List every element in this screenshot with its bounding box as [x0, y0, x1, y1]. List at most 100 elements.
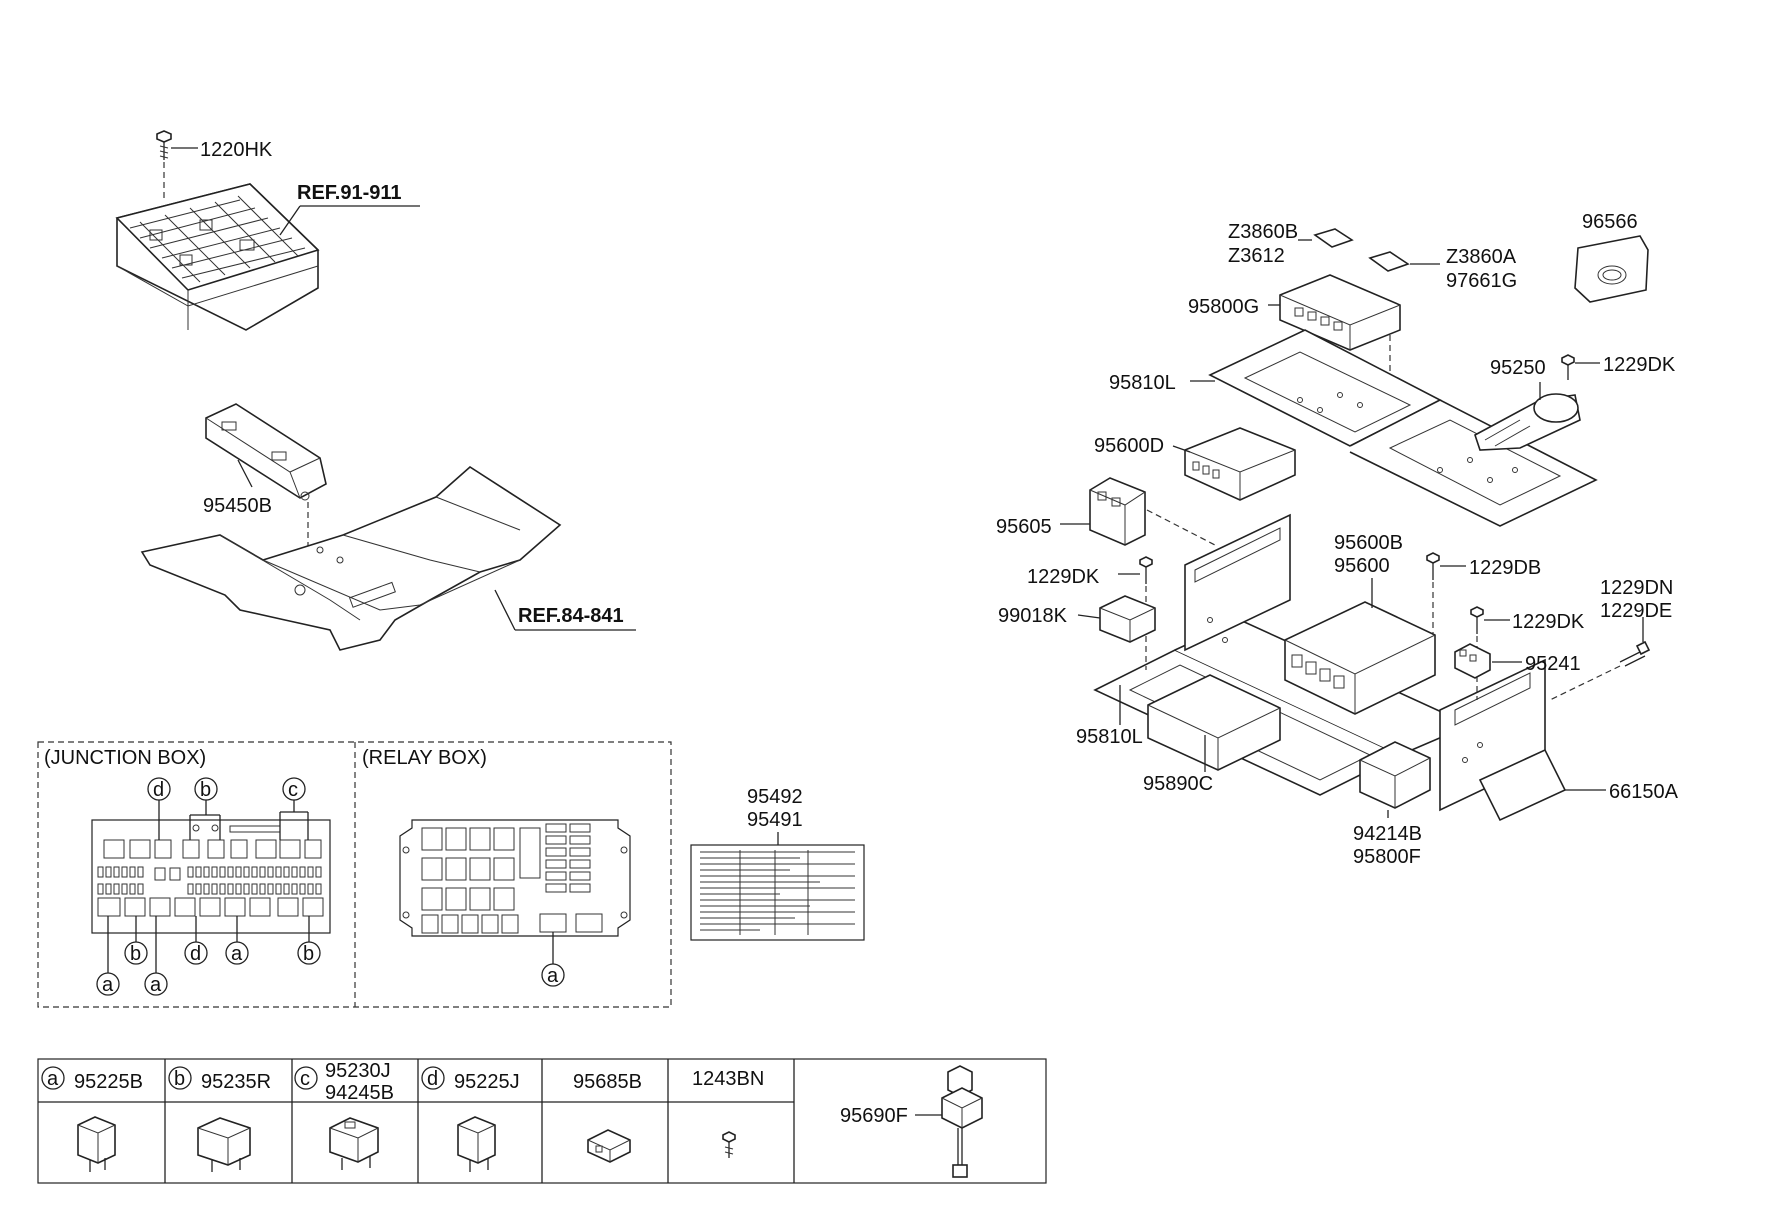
label-z3860b: Z3860B	[1228, 221, 1298, 243]
callout-d-1	[184, 941, 208, 965]
module-95600d	[1184, 427, 1296, 501]
module-99018k	[1099, 595, 1156, 643]
callout-a-2-text: a	[150, 974, 162, 996]
callout-d-top	[147, 777, 171, 801]
label-94214b: 94214B	[1353, 823, 1422, 845]
junction-box-title: (JUNCTION BOX)	[44, 747, 206, 769]
label-99018k: 99018K	[998, 605, 1068, 627]
label-1229dk-right: 1229DK	[1512, 611, 1585, 633]
table-cell-95685b: 95685B	[573, 1071, 642, 1163]
label-95890c: 95890C	[1143, 773, 1213, 795]
module-95800g	[1279, 274, 1401, 351]
callout-a-3-text: a	[231, 943, 243, 965]
plate-95810l-upper	[1208, 329, 1598, 527]
label-95600d: 95600D	[1094, 435, 1164, 457]
relay-c-icon	[329, 1117, 379, 1170]
cell-d-letter: d	[427, 1068, 438, 1090]
callout-b-top	[194, 777, 218, 801]
cell-a-letter: a	[47, 1068, 59, 1090]
callout-b-2	[297, 941, 321, 965]
label-95600: 95600	[1334, 555, 1390, 577]
module-94214b	[1359, 741, 1431, 809]
label-66150a: 66150A	[1609, 781, 1679, 803]
label-95605: 95605	[996, 516, 1052, 538]
label-1229dk-mid: 1229DK	[1027, 566, 1100, 588]
control-module-assembly: Z3860B Z3612 Z3860A 97661G 95800G 96566	[996, 211, 1679, 868]
table-cell-b: b 95235R	[168, 1066, 271, 1172]
callout-a-3	[225, 941, 249, 965]
cell-b-letter: b	[174, 1068, 185, 1090]
label-95810l-lower: 95810L	[1076, 726, 1143, 748]
callout-c-top-text: c	[288, 779, 298, 801]
module-95605	[1089, 477, 1146, 546]
callout-c-top	[282, 777, 306, 801]
junction-box-body	[115, 183, 320, 331]
screw-1220hk-icon	[156, 130, 198, 200]
callout-a-2	[144, 972, 168, 996]
bracket-95450b	[205, 403, 327, 501]
screw-1243bn-icon	[722, 1131, 736, 1158]
label-95810l-upper: 95810L	[1109, 372, 1176, 394]
label-sheet: 95492 95491	[690, 786, 865, 941]
table-cell-95690f: 95690F	[840, 1065, 983, 1178]
screw-1229db-icon	[1426, 552, 1466, 635]
callout-d-1-text: d	[190, 943, 201, 965]
module-95890c	[1147, 674, 1281, 771]
callout-b-1	[124, 941, 148, 965]
unit-95250	[1474, 393, 1581, 451]
relay-d-icon	[457, 1116, 496, 1172]
callout-a-relay-text: a	[547, 965, 559, 987]
cell-d-part: 95225J	[454, 1071, 520, 1093]
cell-95685b-part: 95685B	[573, 1071, 642, 1093]
label-1220hk: 1220HK	[200, 139, 273, 161]
callout-b-2-text: b	[303, 943, 314, 965]
module-95685b-icon	[587, 1129, 631, 1163]
callout-b-1-text: b	[130, 943, 141, 965]
cell-1243bn-part: 1243BN	[692, 1068, 764, 1090]
junction-callouts: d b c a b a d	[96, 777, 321, 996]
label-z3612: Z3612	[1228, 245, 1285, 267]
cell-a-part: 95225B	[74, 1071, 143, 1093]
callout-a-relay	[541, 963, 565, 987]
callout-a-1	[96, 972, 120, 996]
label-1229de: 1229DE	[1600, 600, 1672, 622]
callout-a-1-text: a	[102, 974, 114, 996]
label-95450b: 95450B	[203, 495, 272, 517]
label-95600b: 95600B	[1334, 532, 1403, 554]
label-95241: 95241	[1525, 653, 1581, 675]
label-95491: 95491	[747, 809, 803, 831]
label-95250: 95250	[1490, 357, 1546, 379]
label-97661g: 97661G	[1446, 270, 1517, 292]
callout-d-top-text: d	[153, 779, 164, 801]
label-95492: 95492	[747, 786, 803, 808]
junction-relay-panel: (JUNCTION BOX) (RELAY BOX)	[37, 741, 672, 1008]
label-96566: 96566	[1582, 211, 1638, 233]
label-95800f: 95800F	[1353, 846, 1421, 868]
label-ref-84-841: REF.84-841	[518, 605, 624, 627]
label-1229db: 1229DB	[1469, 557, 1541, 579]
table-cell-c: c 95230J 94245B	[294, 1060, 394, 1170]
table-cell-d: d 95225J	[421, 1066, 520, 1172]
connector-95241	[1454, 643, 1491, 679]
relay-a-icon	[77, 1116, 116, 1172]
cell-b-part: 95235R	[201, 1071, 271, 1093]
relay-box-title: (RELAY BOX)	[362, 747, 487, 769]
screw-1229dk-top-icon	[1561, 354, 1600, 380]
table-cell-a: a 95225B	[41, 1066, 143, 1172]
junction-box-assembly: 1220HK REF.91-911 95450B	[115, 130, 636, 651]
label-z3860a: Z3860A	[1446, 246, 1517, 268]
cell-95690f-part: 95690F	[840, 1105, 908, 1127]
cell-c-part2: 94245B	[325, 1082, 394, 1104]
cell-c-part: 95230J	[325, 1060, 391, 1082]
switch-95690f-icon	[941, 1065, 983, 1178]
cover-96566	[1574, 235, 1649, 303]
floor-panel	[140, 465, 562, 651]
label-95800g: 95800G	[1188, 296, 1259, 318]
bolt-1229dn-icon	[1549, 617, 1651, 701]
parts-table: a 95225B b 95235R c 95230J 94245B	[37, 1058, 1047, 1184]
cell-c-letter: c	[300, 1068, 310, 1090]
label-ref-91-911: REF.91-911	[297, 182, 402, 204]
callout-b-top-text: b	[200, 779, 211, 801]
